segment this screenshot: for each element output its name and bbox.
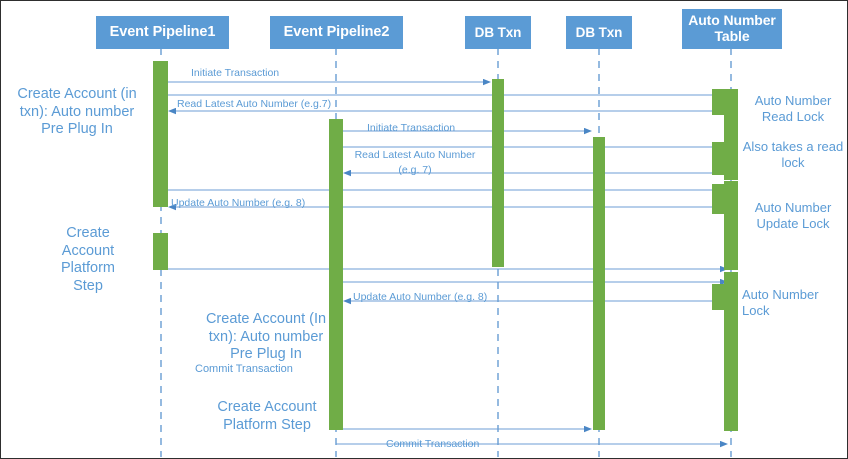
note-line: Create <box>66 225 110 241</box>
message-text: Update Auto Number (e.g. 8) <box>353 291 488 303</box>
note-line: Platform <box>61 260 115 277</box>
actor-header-event-pipeline2[interactable]: Event Pipeline2 <box>270 16 403 49</box>
activation-bar-auto-number-table-main-2 <box>724 181 738 270</box>
note-line: Account <box>61 242 115 259</box>
message-label-read-latest-auto-number-2-value: (e.g. 7) <box>346 164 484 176</box>
note-line: Create Account (in <box>17 86 137 102</box>
note-line: Pre Plug In <box>230 346 302 363</box>
note-also-takes-a-read-lock: Also takes a read lock <box>739 139 847 171</box>
note-line: Also takes a read <box>742 139 844 154</box>
message-label-read-latest-auto-number-1: Read Latest Auto Number (e.g.7) <box>177 98 331 110</box>
actor-header-event-pipeline1[interactable]: Event Pipeline1 <box>96 16 229 49</box>
note-line: Auto Number Lock <box>742 287 819 318</box>
note-auto-number-update-lock: Auto Number Update Lock <box>743 200 843 232</box>
message-text: (e.g. 7) <box>398 164 432 176</box>
activation-bar-event-pipeline1-a <box>153 61 168 207</box>
message-label-update-auto-number-2: Update Auto Number (e.g. 8) <box>353 291 487 303</box>
note-create-account-platform-step-center: Create Account Platform Step <box>189 399 345 434</box>
note-create-account-pre-plug-in-left: Create Account (in txn): Auto number Pre… <box>7 86 147 139</box>
note-line: txn): Auto number <box>19 103 135 120</box>
message-text: Commit Transaction <box>195 363 293 375</box>
note-line: lock <box>781 154 805 170</box>
note-line: Pre Plug In <box>41 121 113 138</box>
note-line: txn): Auto number <box>208 328 324 345</box>
note-line: Auto Number <box>754 93 832 108</box>
actor-label: DB Txn <box>474 24 522 40</box>
note-line: Create Account <box>217 399 317 415</box>
message-label-read-latest-auto-number-2: Read Latest Auto Number <box>346 149 484 161</box>
message-text: Initiate Transaction <box>367 122 456 134</box>
activation-bar-db-txn-1 <box>492 79 504 267</box>
message-text: Commit Transaction <box>386 438 480 450</box>
message-text: Update Auto Number (e.g. 8) <box>171 197 306 209</box>
activation-bar-auto-number-table-main-1 <box>724 89 738 180</box>
note-line: Auto Number <box>754 200 832 215</box>
note-auto-number-lock: Auto Number Lock <box>742 287 847 319</box>
message-label-initiate-transaction-2: Initiate Transaction <box>367 122 455 134</box>
note-line: Step <box>73 278 103 295</box>
actor-header-db-txn-1[interactable]: DB Txn <box>465 16 531 49</box>
note-line: Platform Step <box>223 416 311 433</box>
message-label-update-auto-number-1: Update Auto Number (e.g. 8) <box>171 197 305 209</box>
message-text: Initiate Transaction <box>191 67 280 79</box>
activation-bar-auto-number-table-main-3 <box>724 272 738 431</box>
note-line: Update Lock <box>756 215 830 231</box>
activation-bar-auto-number-lock <box>712 284 725 310</box>
message-text: Read Latest Auto Number (e.g.7) <box>177 98 332 110</box>
note-create-account-platform-step-left: Create Account Platform Step <box>23 225 153 296</box>
actor-header-auto-number-table[interactable]: Auto Number Table <box>682 9 782 49</box>
note-auto-number-read-lock: Auto Number Read Lock <box>743 93 843 125</box>
note-create-account-pre-plug-in-center: Create Account (In txn): Auto number Pre… <box>186 311 346 364</box>
message-label-commit-transaction-1: Commit Transaction <box>195 363 293 376</box>
activation-bar-event-pipeline1-b <box>153 233 168 270</box>
note-line: Read Lock <box>761 108 825 124</box>
activation-bar-event-pipeline2 <box>329 119 343 430</box>
actor-header-db-txn-2[interactable]: DB Txn <box>566 16 632 49</box>
actor-label: Auto Number Table <box>688 12 776 44</box>
actor-label: DB Txn <box>575 24 623 40</box>
activation-bar-auto-number-also-read-lock <box>712 142 725 175</box>
activation-bar-db-txn-2 <box>593 137 605 430</box>
actor-label: Event Pipeline2 <box>283 24 390 41</box>
actor-label: Event Pipeline1 <box>109 24 216 41</box>
message-label-commit-transaction-2: Commit Transaction <box>386 438 479 450</box>
message-text: Read Latest Auto Number <box>354 149 476 161</box>
activation-bar-auto-number-read-lock <box>712 89 725 115</box>
activation-bar-auto-number-update-lock <box>712 184 725 214</box>
message-label-initiate-transaction-1: Initiate Transaction <box>191 67 279 79</box>
note-line: Create Account (In <box>205 311 327 327</box>
